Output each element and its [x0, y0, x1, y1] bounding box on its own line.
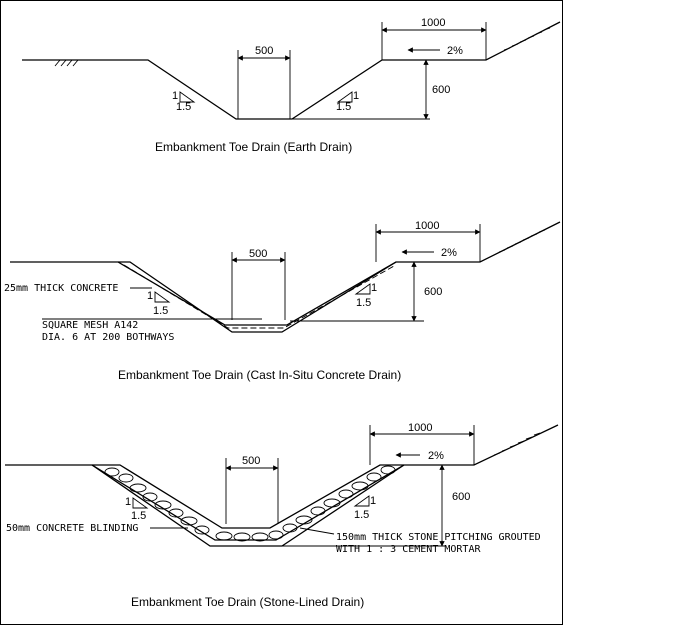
earth-drain-profile	[22, 21, 561, 120]
concrete-drain-diagram: 500 1000 2% 600 1 1.5 1 1.5 25mm THICK C…	[4, 220, 561, 382]
berm-width-label: 1000	[408, 422, 432, 434]
slope-triangle-left	[154, 291, 171, 303]
slope-left-rise: 1	[147, 290, 153, 302]
pitching-label-line1: 150mm THICK STONE PITCHING GROUTED	[336, 532, 541, 543]
mesh-line	[123, 264, 395, 329]
earth-drain-diagram: 500 1000 2% 600 1 1.5 1 1.5 Embankment T…	[22, 17, 561, 154]
slope-right-run: 1.5	[336, 101, 351, 113]
slope-left-run: 1.5	[153, 305, 168, 317]
slope-left-rise: 1	[172, 90, 178, 102]
mesh-label-line1: SQUARE MESH A142	[42, 320, 138, 331]
embankment-hatch	[498, 229, 546, 253]
page-border	[0, 0, 563, 625]
stone-drain-diagram: 500 1000 2% 600 1 1.5 1 1.5 50mm CONCRET…	[5, 422, 559, 609]
berm-width-label: 1000	[415, 220, 439, 232]
slope-right-rise: 1	[371, 282, 377, 294]
embankment-hatch	[493, 432, 541, 456]
slope-left-rise: 1	[125, 496, 131, 508]
bottom-width-label: 500	[255, 45, 273, 57]
slope-triangle-right	[354, 283, 371, 295]
lining-label: 25mm THICK CONCRETE	[4, 283, 118, 294]
slope-right-rise: 1	[353, 90, 359, 102]
slope-right-rise: 1	[370, 495, 376, 507]
depth-label: 600	[424, 286, 442, 298]
bottom-width-label: 500	[242, 455, 260, 467]
slope-left-run: 1.5	[131, 510, 146, 522]
depth-label: 600	[432, 84, 450, 96]
slope-triangle-left	[179, 91, 196, 103]
earth-drain-caption: Embankment Toe Drain (Earth Drain)	[155, 140, 352, 154]
gradient-label: 2%	[441, 247, 457, 259]
concrete-drain-caption: Embankment Toe Drain (Cast In-Situ Concr…	[118, 368, 401, 382]
berm-width-label: 1000	[421, 17, 445, 29]
slope-triangle-right	[336, 91, 353, 103]
bottom-width-label: 500	[249, 248, 267, 260]
pitching-label-line2: WITH 1 : 3 CEMENT MORTAR	[336, 544, 481, 555]
slope-right-run: 1.5	[354, 509, 369, 521]
pitching-leader	[299, 527, 335, 535]
stone-drain-caption: Embankment Toe Drain (Stone-Lined Drain)	[131, 595, 364, 609]
blinding-label: 50mm CONCRETE BLINDING	[6, 523, 138, 534]
slope-right-run: 1.5	[356, 297, 371, 309]
gradient-label: 2%	[447, 45, 463, 57]
stone-pitching-right	[282, 465, 396, 533]
stone-pitching-left	[104, 467, 210, 535]
slope-triangle-left	[132, 497, 149, 509]
ground-hatch	[54, 59, 79, 67]
mesh-label-line2: DIA. 6 AT 200 BOTHWAYS	[42, 332, 174, 343]
stone-pitching-bottom	[215, 530, 284, 542]
stone-lining-inner	[92, 464, 404, 529]
concrete-lining-outer	[118, 261, 397, 333]
blinding-outer	[91, 464, 405, 547]
gradient-label: 2%	[428, 450, 444, 462]
depth-label: 600	[452, 491, 470, 503]
embankment-hatch	[503, 27, 551, 51]
slope-triangle-right	[353, 495, 370, 507]
slope-left-run: 1.5	[176, 101, 191, 113]
